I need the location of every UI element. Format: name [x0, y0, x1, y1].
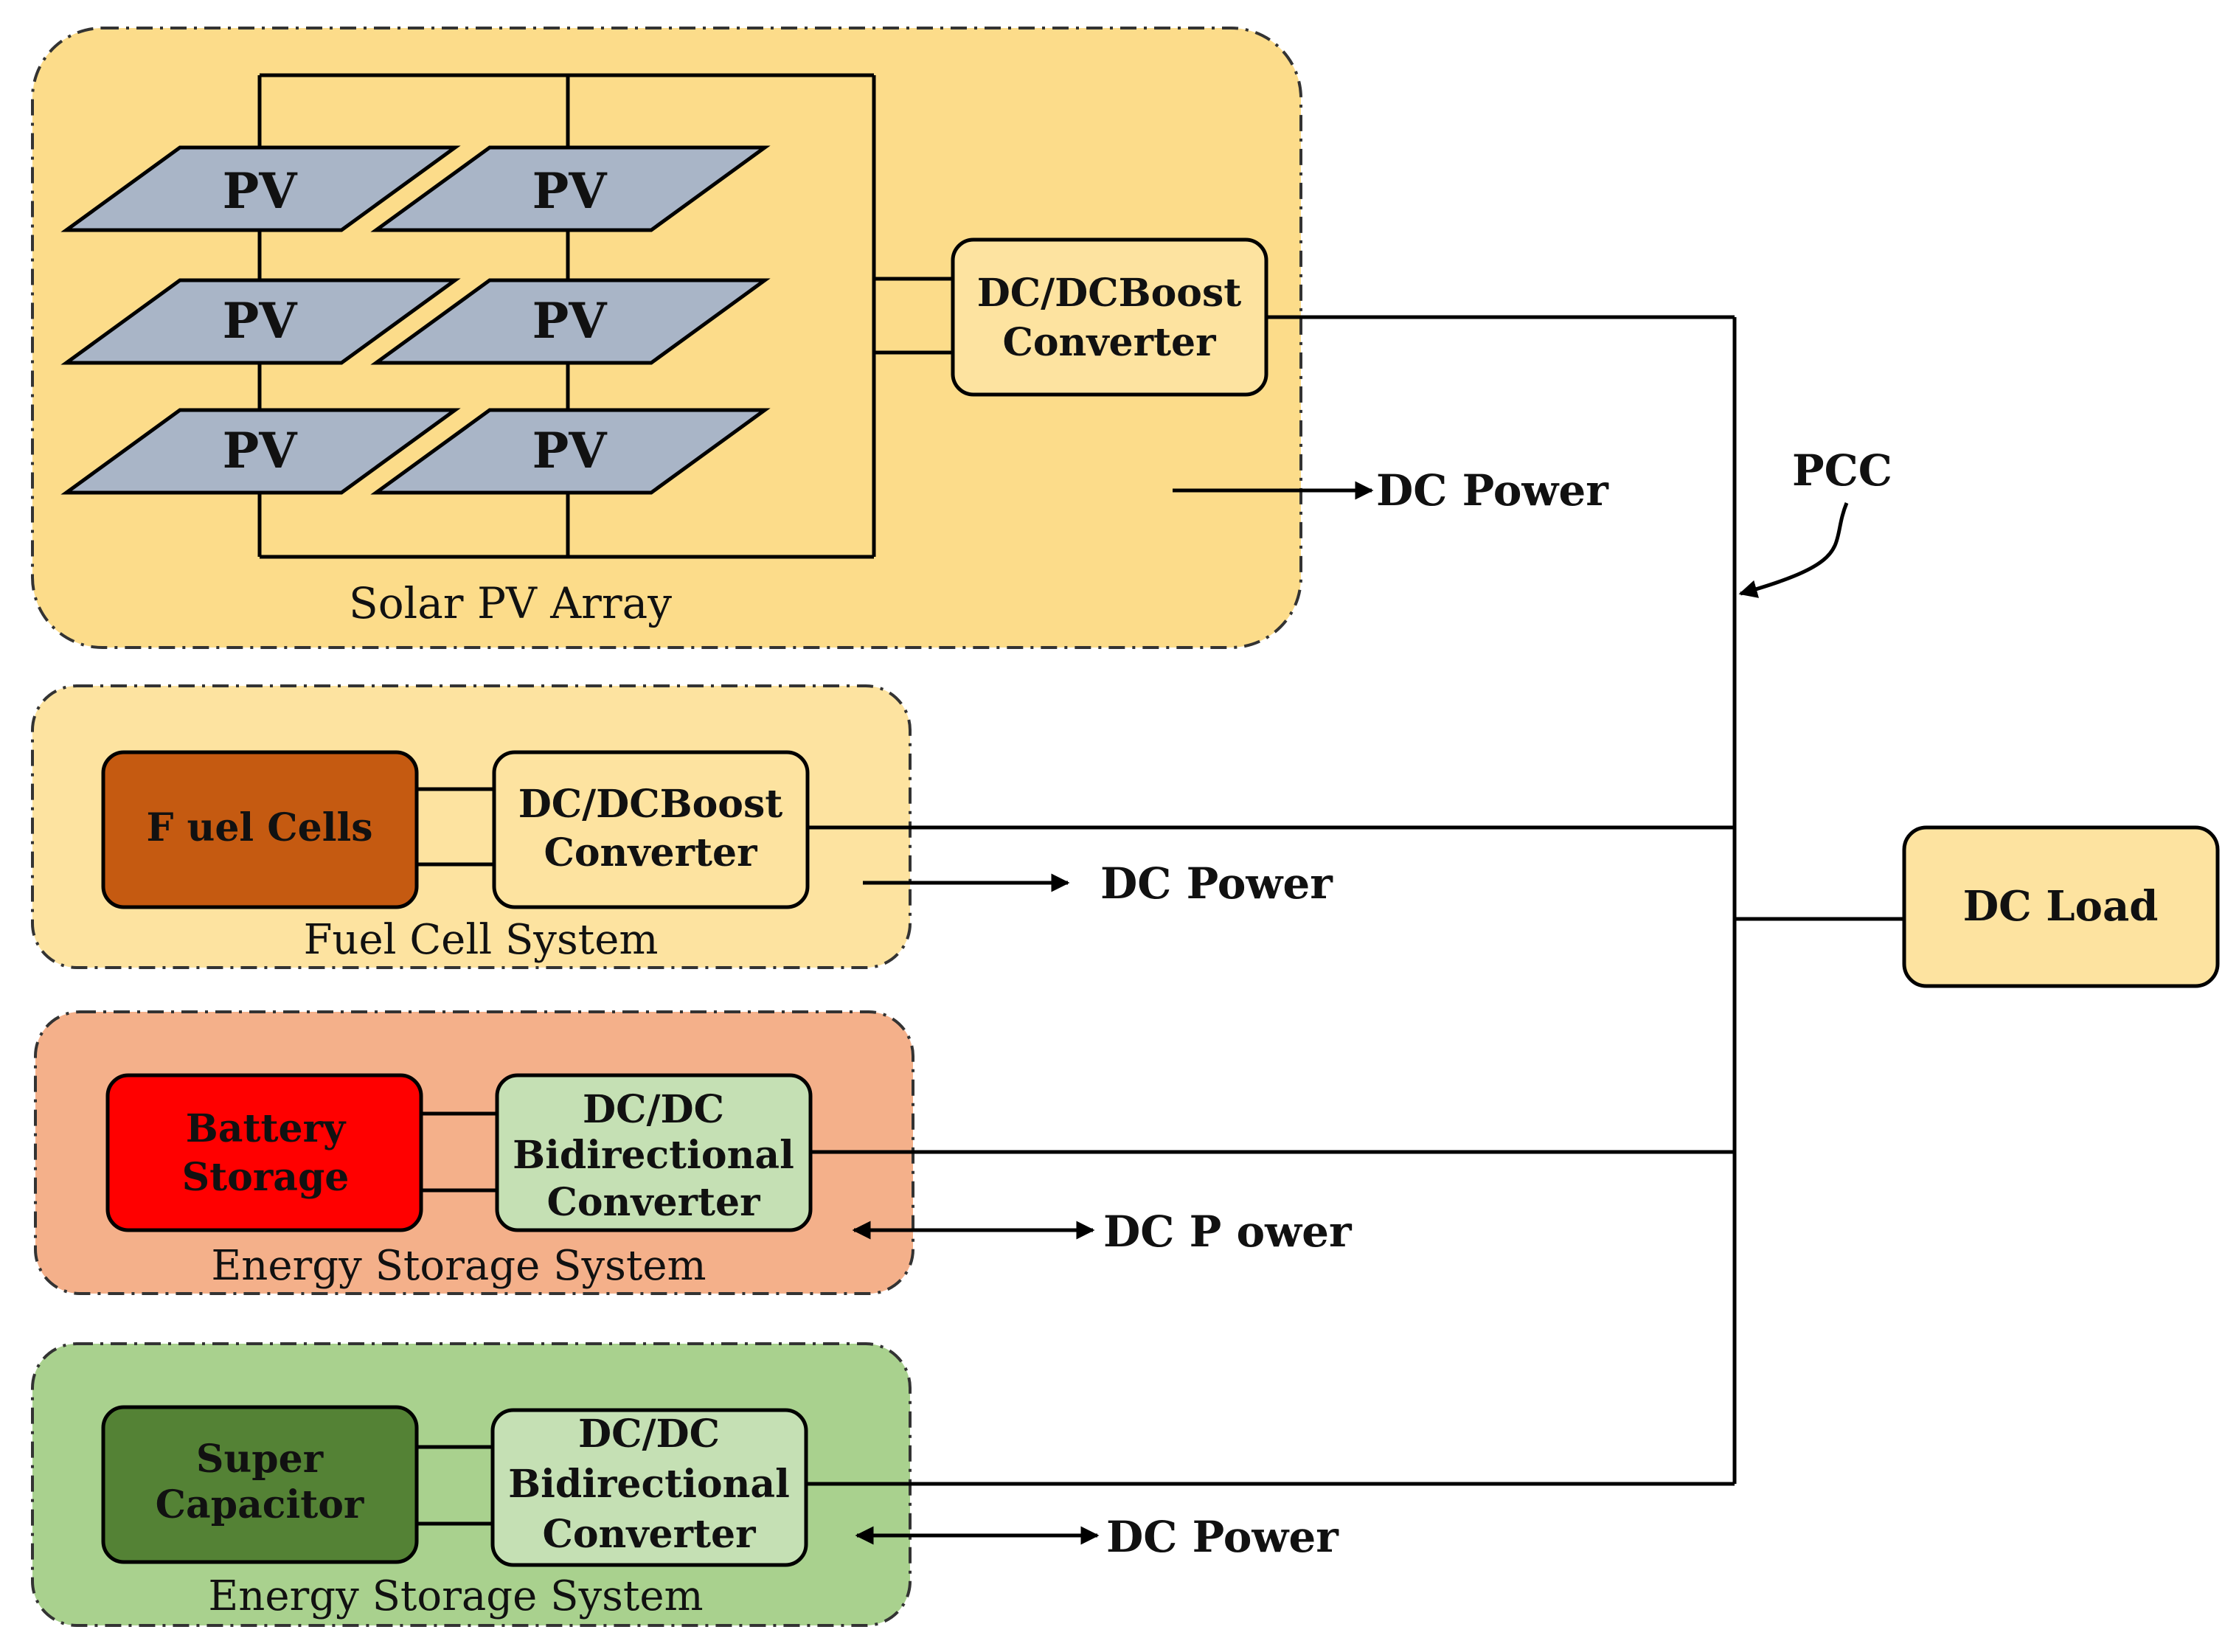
pv-panel: PV: [60, 278, 461, 365]
battery-converter-line3: Converter: [546, 1180, 760, 1225]
fuel-cell-system-label: Fuel Cell System: [304, 916, 659, 964]
fuel-power-label: DC Power: [1100, 858, 1333, 909]
pv-panel-label: PV: [532, 422, 608, 479]
dc-load-block: DC Load: [1902, 825, 2220, 988]
supercap-converter-line3: Converter: [542, 1512, 756, 1557]
supercap-converter-line1: DC/DC: [578, 1412, 720, 1457]
pv-power-label: DC Power: [1376, 465, 1609, 516]
battery-storage-system-label: Energy Storage System: [211, 1242, 706, 1290]
pv-panel: PV: [370, 145, 771, 232]
pv-converter-line2: Converter: [1002, 320, 1216, 365]
fuel-cells-label: F uel Cells: [146, 805, 372, 850]
supercap-converter-line2: Bidirectional: [508, 1462, 790, 1507]
battery-converter-line1: DC/DC: [583, 1087, 724, 1132]
pv-panel-label: PV: [532, 292, 608, 350]
super-capacitor-block: Super Capacitor: [101, 1405, 419, 1564]
pcc-label: PCC: [1792, 445, 1892, 496]
pv-panel-label: PV: [532, 162, 608, 220]
fuel-converter-line2: Converter: [544, 830, 757, 875]
supercap-power-label: DC Power: [1106, 1512, 1339, 1562]
battery-bidirectional-converter: DC/DC Bidirectional Converter: [495, 1073, 813, 1232]
solar-pv-array-label: Solar PV Array: [349, 578, 672, 628]
pv-panel: PV: [370, 408, 771, 495]
battery-label-line2: Storage: [182, 1155, 350, 1200]
pv-panel: PV: [60, 145, 461, 232]
fuel-boost-converter: DC/DCBoost Converter: [492, 750, 810, 909]
pv-panel-label: PV: [223, 292, 299, 350]
fuel-cells-block: F uel Cells: [101, 750, 419, 909]
pv-panel: PV: [370, 278, 771, 365]
supercap-label-line2: Capacitor: [156, 1482, 364, 1527]
supercap-storage-system-label: Energy Storage System: [208, 1572, 703, 1620]
dc-load-label: DC Load: [1963, 882, 2159, 931]
pv-panel: PV: [60, 408, 461, 495]
pv-converter-line1: DC/DCBoost: [977, 271, 1242, 316]
pcc-pointer-arrow: [1738, 502, 1849, 598]
supercap-label-line1: Super: [196, 1437, 324, 1482]
battery-power-label: DC P ower: [1103, 1207, 1353, 1257]
pv-panel-label: PV: [223, 422, 299, 479]
battery-storage-block: Battery Storage: [105, 1073, 423, 1232]
fuel-converter-line1: DC/DCBoost: [518, 782, 783, 827]
battery-label-line1: Battery: [186, 1106, 347, 1151]
battery-converter-line2: Bidirectional: [513, 1133, 794, 1178]
dc-bus: [806, 315, 1904, 1486]
supercap-bidirectional-converter: DC/DC Bidirectional Converter: [490, 1408, 808, 1567]
pv-panel-label: PV: [223, 162, 299, 220]
pv-boost-converter: DC/DCBoost Converter: [951, 237, 1268, 397]
